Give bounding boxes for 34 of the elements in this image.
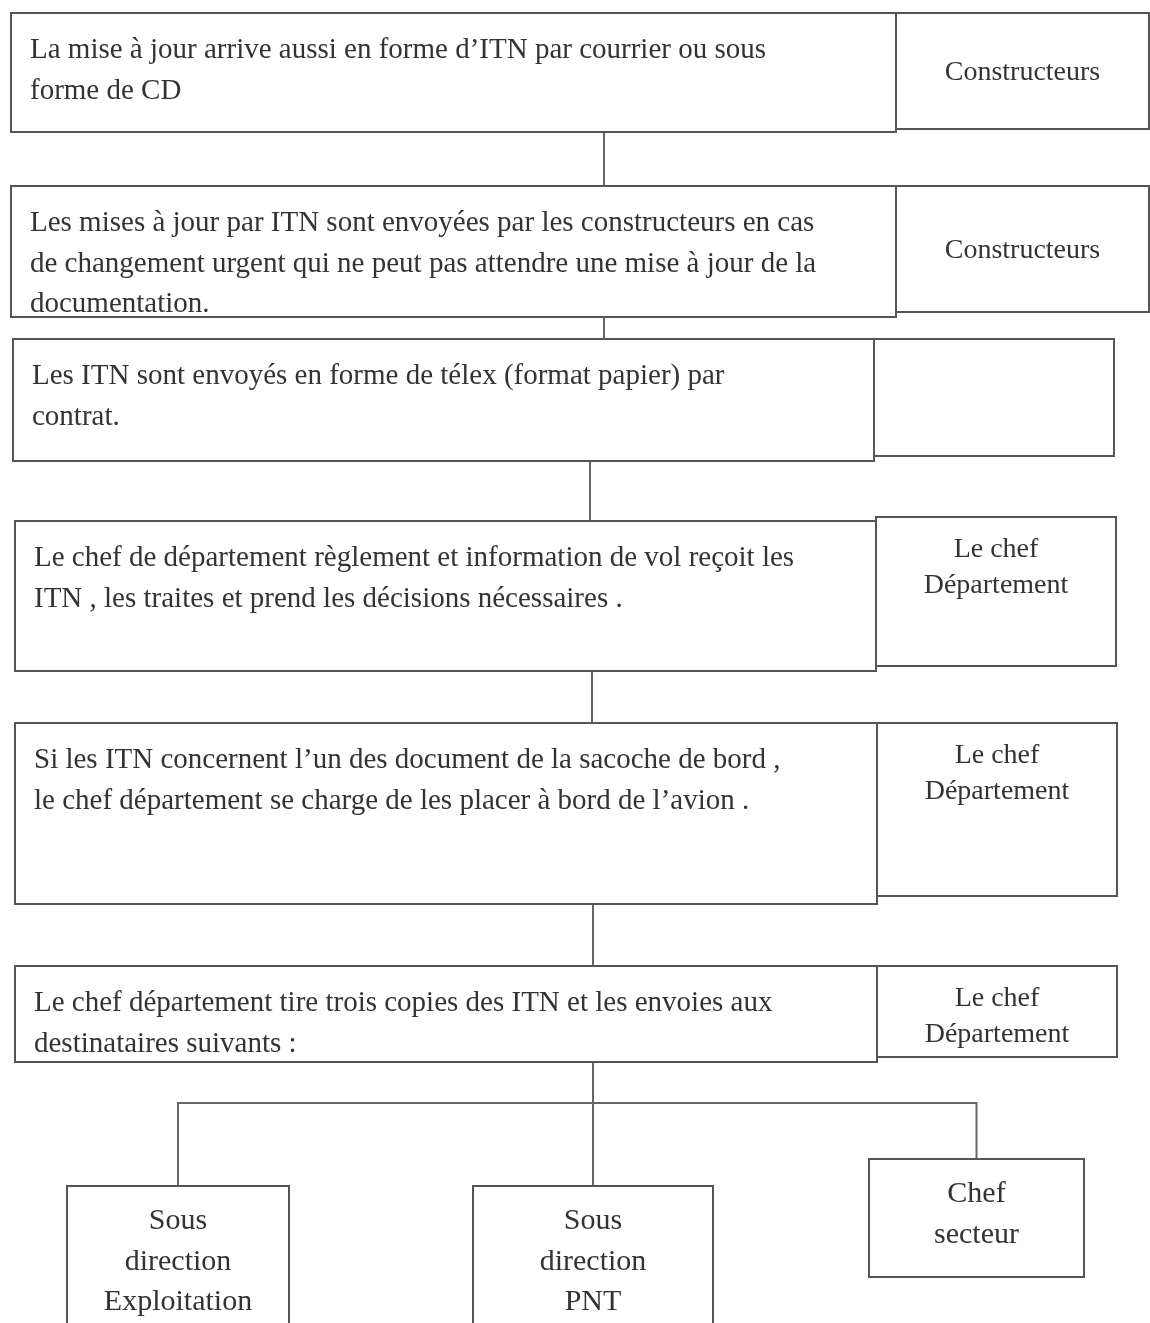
role-label: Le chef Département [922,531,1070,602]
process-box [10,12,897,133]
connector-line [603,317,605,339]
role-label: Le chef Département [923,980,1071,1051]
role-label: Constructeurs [944,231,1101,266]
connector-line [589,461,591,521]
process-box [14,965,878,1063]
role-label: Le chef Département [923,737,1071,808]
connector-line [592,904,594,966]
role-label: Chef secteur [933,1174,1020,1251]
recipient-box [868,1158,1085,1278]
recipient-box [472,1185,714,1323]
process-box [10,185,897,318]
actor-box [876,965,1118,1058]
connector-line [603,132,605,186]
actor-box [875,516,1117,667]
process-box [14,520,877,672]
actor-box [876,722,1118,897]
step-text: Les ITN sont envoyés en forme de télex (format papier) par contrat. [32,357,726,433]
process-box [12,338,875,462]
step-text: La mise à jour arrive aussi en forme d’ITN par courrier ou sous forme de CD [30,31,768,107]
recipient-box [66,1185,290,1323]
actor-box [873,338,1115,457]
step-text: Si les ITN concernent l’un des document de la sacoche de bord , le chef département se charge de les placer à bord de l’avion . [34,741,782,817]
role-label: Sous direction Exploitation [103,1201,253,1318]
step-text: Les mises à jour par ITN sont envoyées par les constructeurs en cas de changement urgent qui ne peut pas attendre une mise à jour de la documentation. [30,204,818,321]
role-label: Constructeurs [944,53,1101,88]
connector-line [591,671,593,723]
step-text: Le chef de département règlement et information de vol reçoit les ITN , les traites et prend les décisions nécessaires . [34,539,796,615]
role-label: Sous direction PNT [538,1201,648,1318]
actor-box [895,12,1150,130]
process-box [14,722,878,905]
step-text: Le chef département tire trois copies des ITN et les envoies aux destinataires suivants : [34,984,774,1060]
actor-box [895,185,1150,313]
